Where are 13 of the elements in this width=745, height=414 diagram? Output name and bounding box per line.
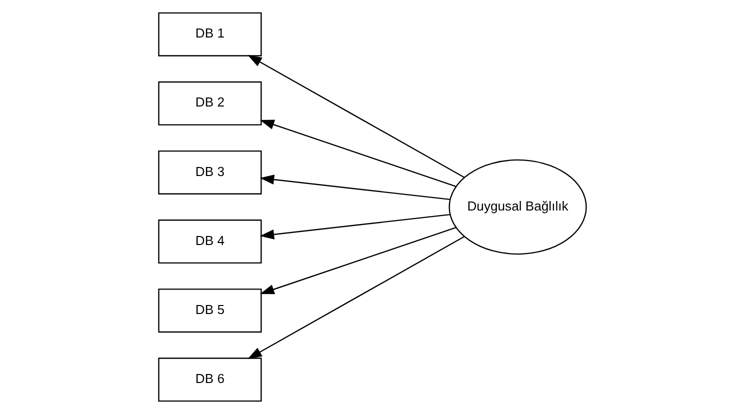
node-box: DB 3 xyxy=(158,150,262,194)
arrow xyxy=(248,236,465,360)
arrow xyxy=(260,214,450,240)
node-box: DB 4 xyxy=(158,220,262,264)
node-box: DB 2 xyxy=(158,81,262,126)
node-box: DB 1 xyxy=(158,12,262,56)
arrow xyxy=(260,120,456,187)
arrow xyxy=(248,54,465,178)
node-box: DB 5 xyxy=(158,288,262,333)
node-ellipse: Duygusal Bağlılık xyxy=(448,159,587,255)
node-box: DB 6 xyxy=(158,358,262,402)
arrow xyxy=(260,174,450,200)
arrow xyxy=(260,227,456,294)
